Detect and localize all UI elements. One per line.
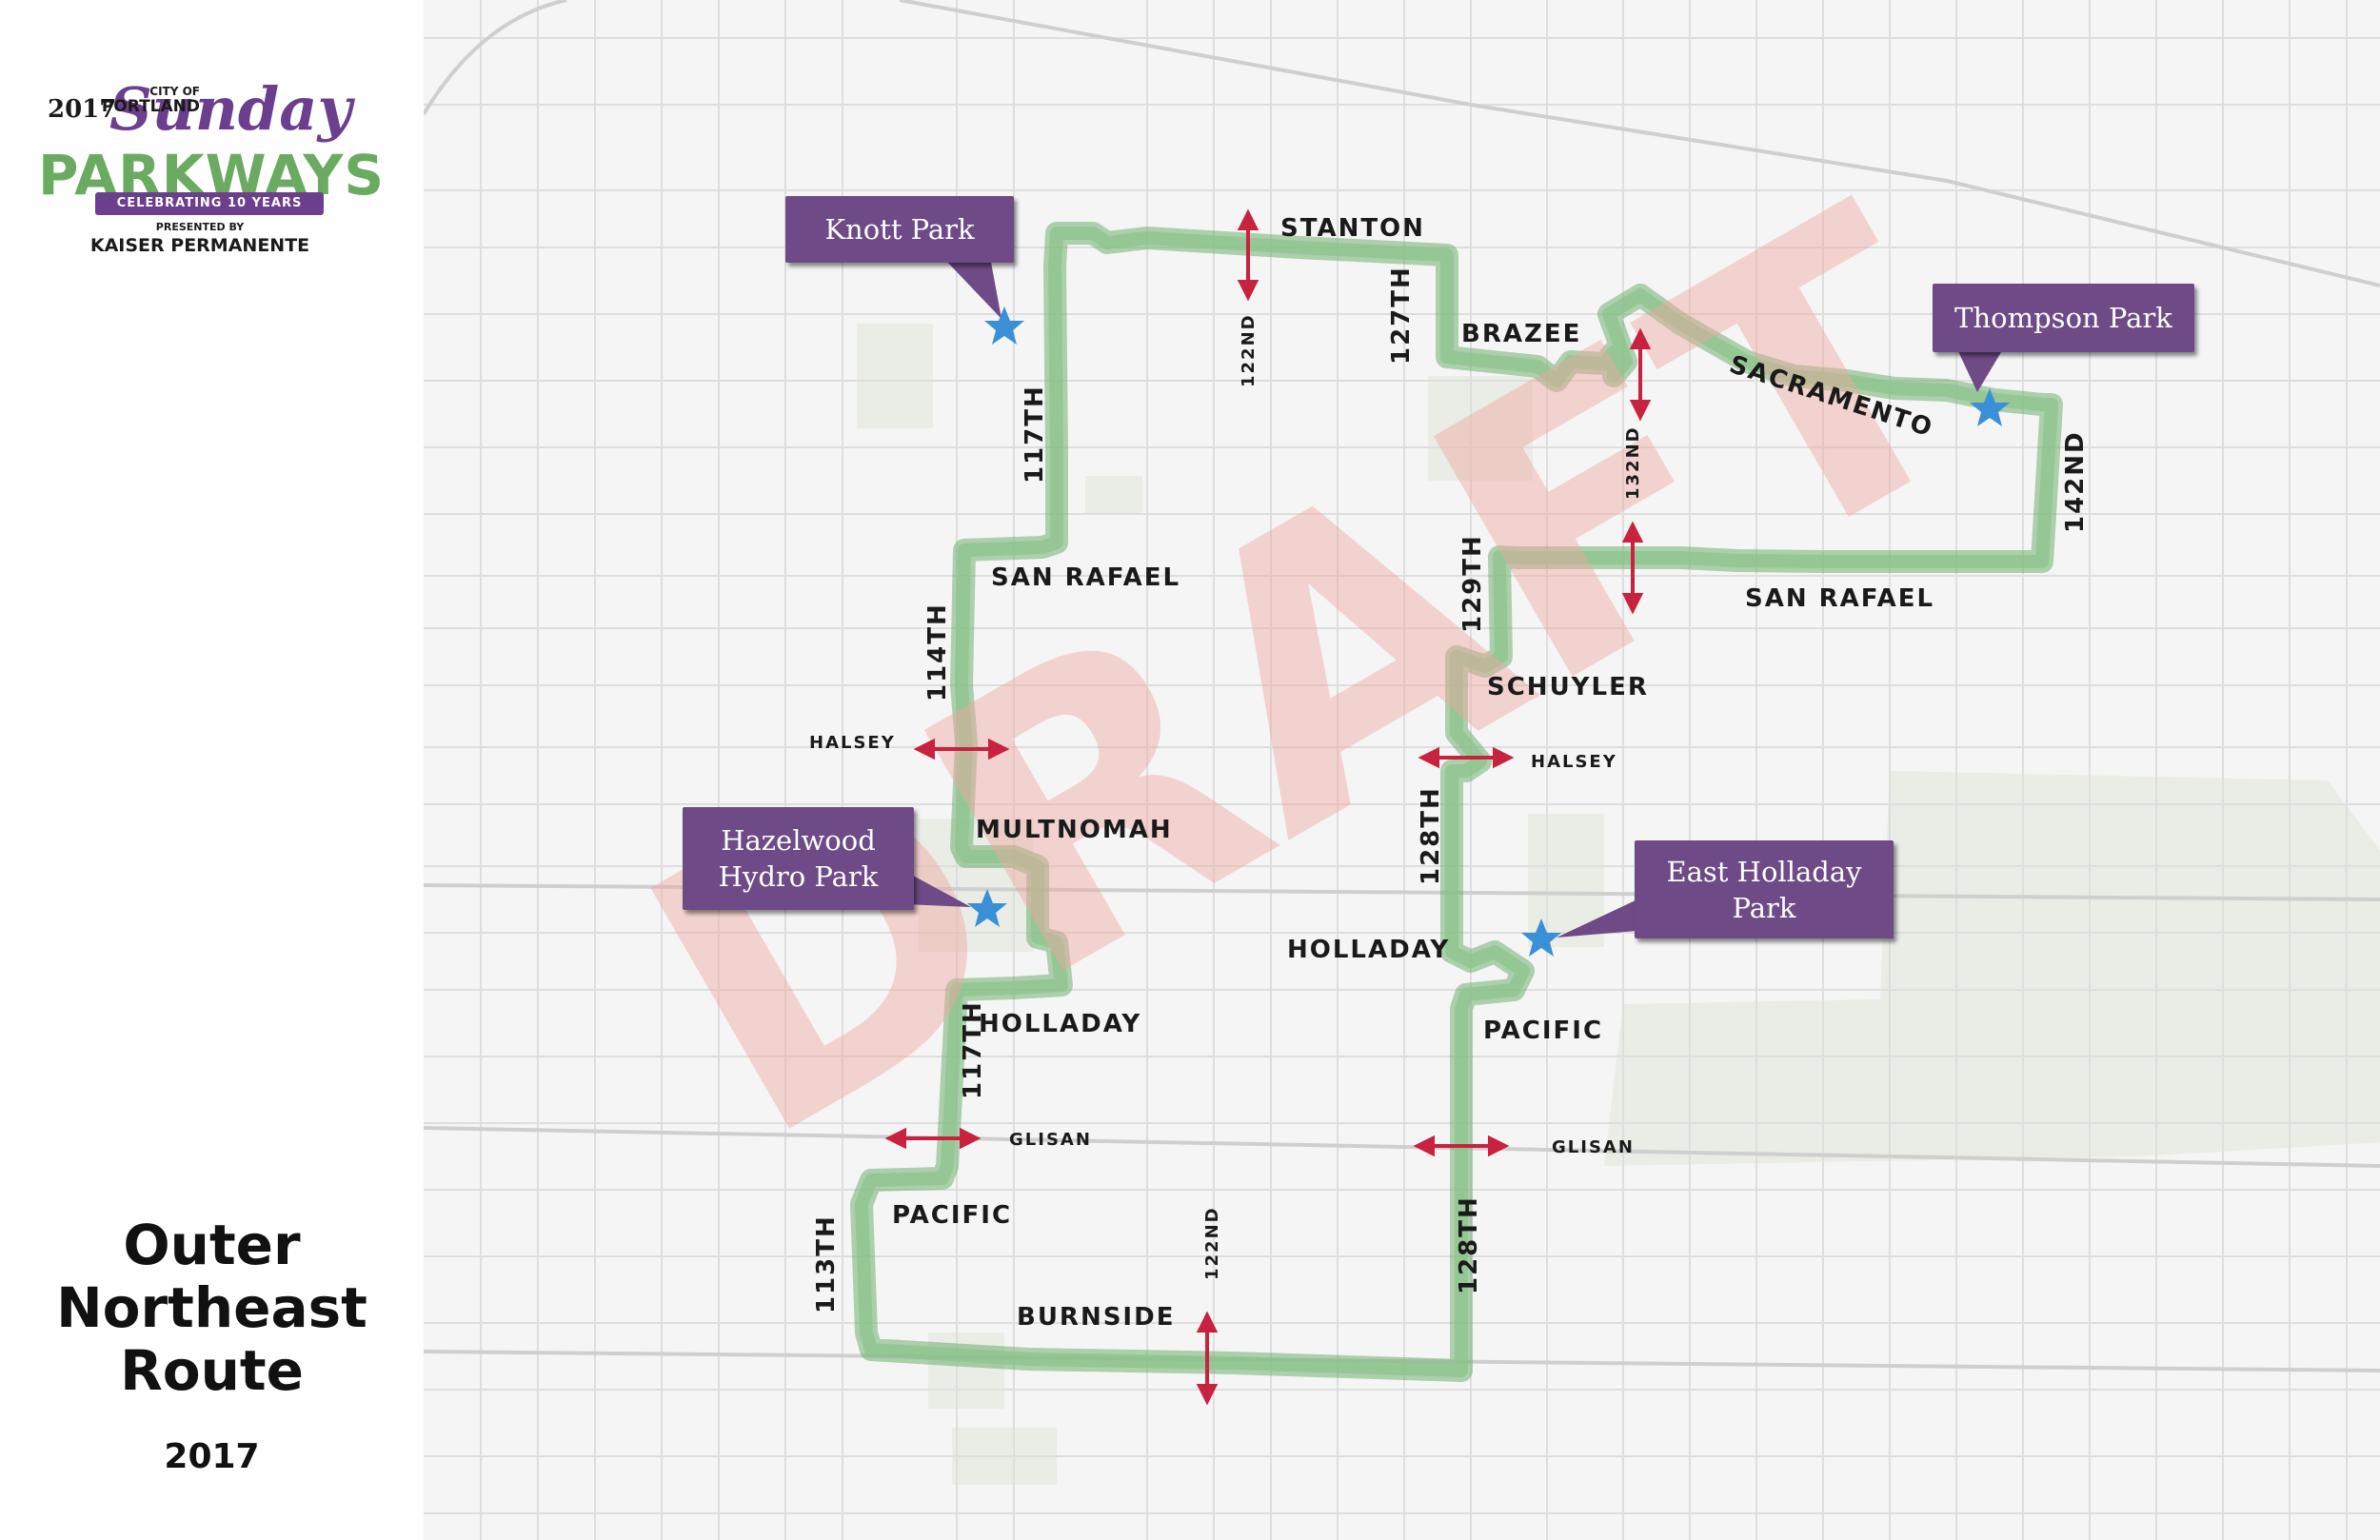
crossing-122nd-stanton bbox=[1237, 208, 1259, 302]
label-142nd: 142ND bbox=[2061, 430, 2090, 533]
label-schuyler: SCHUYLER bbox=[1487, 673, 1649, 701]
label-127th: 127TH bbox=[1387, 266, 1416, 365]
label-glisan-west: GLISAN bbox=[1009, 1130, 1092, 1150]
label-pacific-east: PACIFIC bbox=[1483, 1017, 1603, 1045]
crossing-132nd-brazee bbox=[1629, 327, 1652, 422]
thompson-pointer bbox=[1956, 347, 2004, 392]
park-area-brazee bbox=[1428, 376, 1533, 481]
label-128th-north: 128TH bbox=[1417, 786, 1445, 885]
route-title-line1: Outer bbox=[123, 1213, 301, 1277]
park-stars bbox=[967, 306, 2010, 957]
east-holladay-pointer bbox=[1557, 899, 1637, 938]
callout-knott-park[interactable]: Knott Park bbox=[785, 196, 1014, 263]
label-halsey-west: HALSEY bbox=[809, 733, 896, 753]
crossing-halsey-east bbox=[1418, 746, 1515, 769]
park-area-knott bbox=[857, 324, 933, 428]
logo-sponsor: KAISER PERMANENTE bbox=[89, 235, 310, 256]
route-title-line2: Northeast bbox=[56, 1275, 367, 1340]
label-128th-south: 128TH bbox=[1455, 1195, 1483, 1294]
label-117th-north: 117TH bbox=[1021, 385, 1049, 484]
star-icon[interactable] bbox=[967, 889, 1007, 927]
label-multnomah: MULTNOMAH bbox=[976, 816, 1173, 844]
map-area[interactable]: DRAFT bbox=[424, 0, 2380, 1540]
callout-pointers bbox=[904, 257, 2004, 938]
label-113th: 113TH bbox=[812, 1214, 841, 1313]
label-holladay-east: HOLLADAY bbox=[1287, 936, 1450, 964]
logo-sunday: Sunday bbox=[109, 74, 352, 144]
logo-ribbon: CELEBRATING 10 YEARS bbox=[95, 192, 324, 215]
sidebar: 2017 Sunday CITY OF PORTLAND PARKWAYS CE… bbox=[0, 0, 424, 1540]
label-glisan-east: GLISAN bbox=[1552, 1137, 1635, 1157]
label-122nd-north: 122ND bbox=[1239, 313, 1259, 387]
hazelwood-pointer bbox=[904, 871, 971, 907]
label-san-rafael-east: SAN RAFAEL bbox=[1745, 584, 1934, 613]
callout-knott-park-label: Knott Park bbox=[824, 213, 975, 246]
callout-hazelwood-line2: Hydro Park bbox=[718, 860, 879, 893]
route-title: Outer Northeast Route bbox=[0, 1214, 424, 1402]
crossing-halsey-west bbox=[913, 738, 1010, 760]
label-122nd-south: 122ND bbox=[1202, 1206, 1222, 1280]
crossing-markers bbox=[884, 208, 1652, 1406]
logo-city-line2: PORTLAND bbox=[101, 97, 200, 116]
label-halsey-east: HALSEY bbox=[1531, 752, 1617, 772]
callout-east-holladay-line1: East Holladay bbox=[1666, 855, 1862, 888]
crossing-glisan-west bbox=[884, 1127, 982, 1150]
route-line bbox=[850, 222, 2063, 1382]
label-brazee: BRAZEE bbox=[1461, 320, 1581, 348]
label-132nd: 132ND bbox=[1623, 425, 1643, 500]
label-holladay-west: HOLLADAY bbox=[979, 1010, 1141, 1038]
star-icon[interactable] bbox=[1970, 388, 2010, 426]
callout-thompson-park[interactable]: Thompson Park bbox=[1933, 284, 2194, 352]
knott-pointer bbox=[942, 257, 1002, 319]
logo-city-line1: CITY OF bbox=[149, 85, 200, 98]
label-san-rafael-west: SAN RAFAEL bbox=[991, 563, 1180, 592]
star-icon[interactable] bbox=[1521, 918, 1561, 957]
route-year: 2017 bbox=[164, 1437, 260, 1476]
logo-year: 2017 bbox=[48, 95, 117, 124]
logo-city: CITY OF PORTLAND bbox=[38, 84, 200, 116]
callout-east-holladay-park[interactable]: East Holladay Park bbox=[1635, 840, 1894, 938]
crossing-122nd-burnside bbox=[1196, 1311, 1219, 1406]
crossing-glisan-east bbox=[1413, 1135, 1510, 1157]
label-stanton: STANTON bbox=[1280, 214, 1425, 243]
callout-east-holladay-line2: Park bbox=[1732, 891, 1796, 924]
park-area-large bbox=[1604, 771, 2380, 1166]
park-area-small bbox=[1085, 476, 1142, 514]
callout-hazelwood-hydro-park[interactable]: Hazelwood Hydro Park bbox=[683, 807, 914, 910]
sunday-parkways-logo: 2017 Sunday CITY OF PORTLAND PARKWAYS CE… bbox=[38, 67, 384, 257]
label-114th-v: 114TH bbox=[923, 602, 952, 701]
crossing-132nd-san-rafael bbox=[1621, 521, 1644, 615]
route-title-line3: Route bbox=[120, 1338, 304, 1403]
label-burnside: BURNSIDE bbox=[1017, 1303, 1175, 1332]
callout-thompson-park-label: Thompson Park bbox=[1954, 302, 2172, 334]
label-pacific-west: PACIFIC bbox=[892, 1201, 1012, 1230]
label-129th: 129TH bbox=[1458, 534, 1487, 633]
route-map[interactable]: DRAFT bbox=[424, 0, 2380, 1540]
park-areas bbox=[857, 324, 2380, 1485]
callout-hazelwood-line1: Hazelwood bbox=[721, 824, 876, 857]
label-117th-south: 117TH bbox=[959, 1000, 987, 1099]
star-icon[interactable] bbox=[984, 306, 1024, 345]
logo-presented-by: PRESENTED BY bbox=[155, 221, 245, 233]
